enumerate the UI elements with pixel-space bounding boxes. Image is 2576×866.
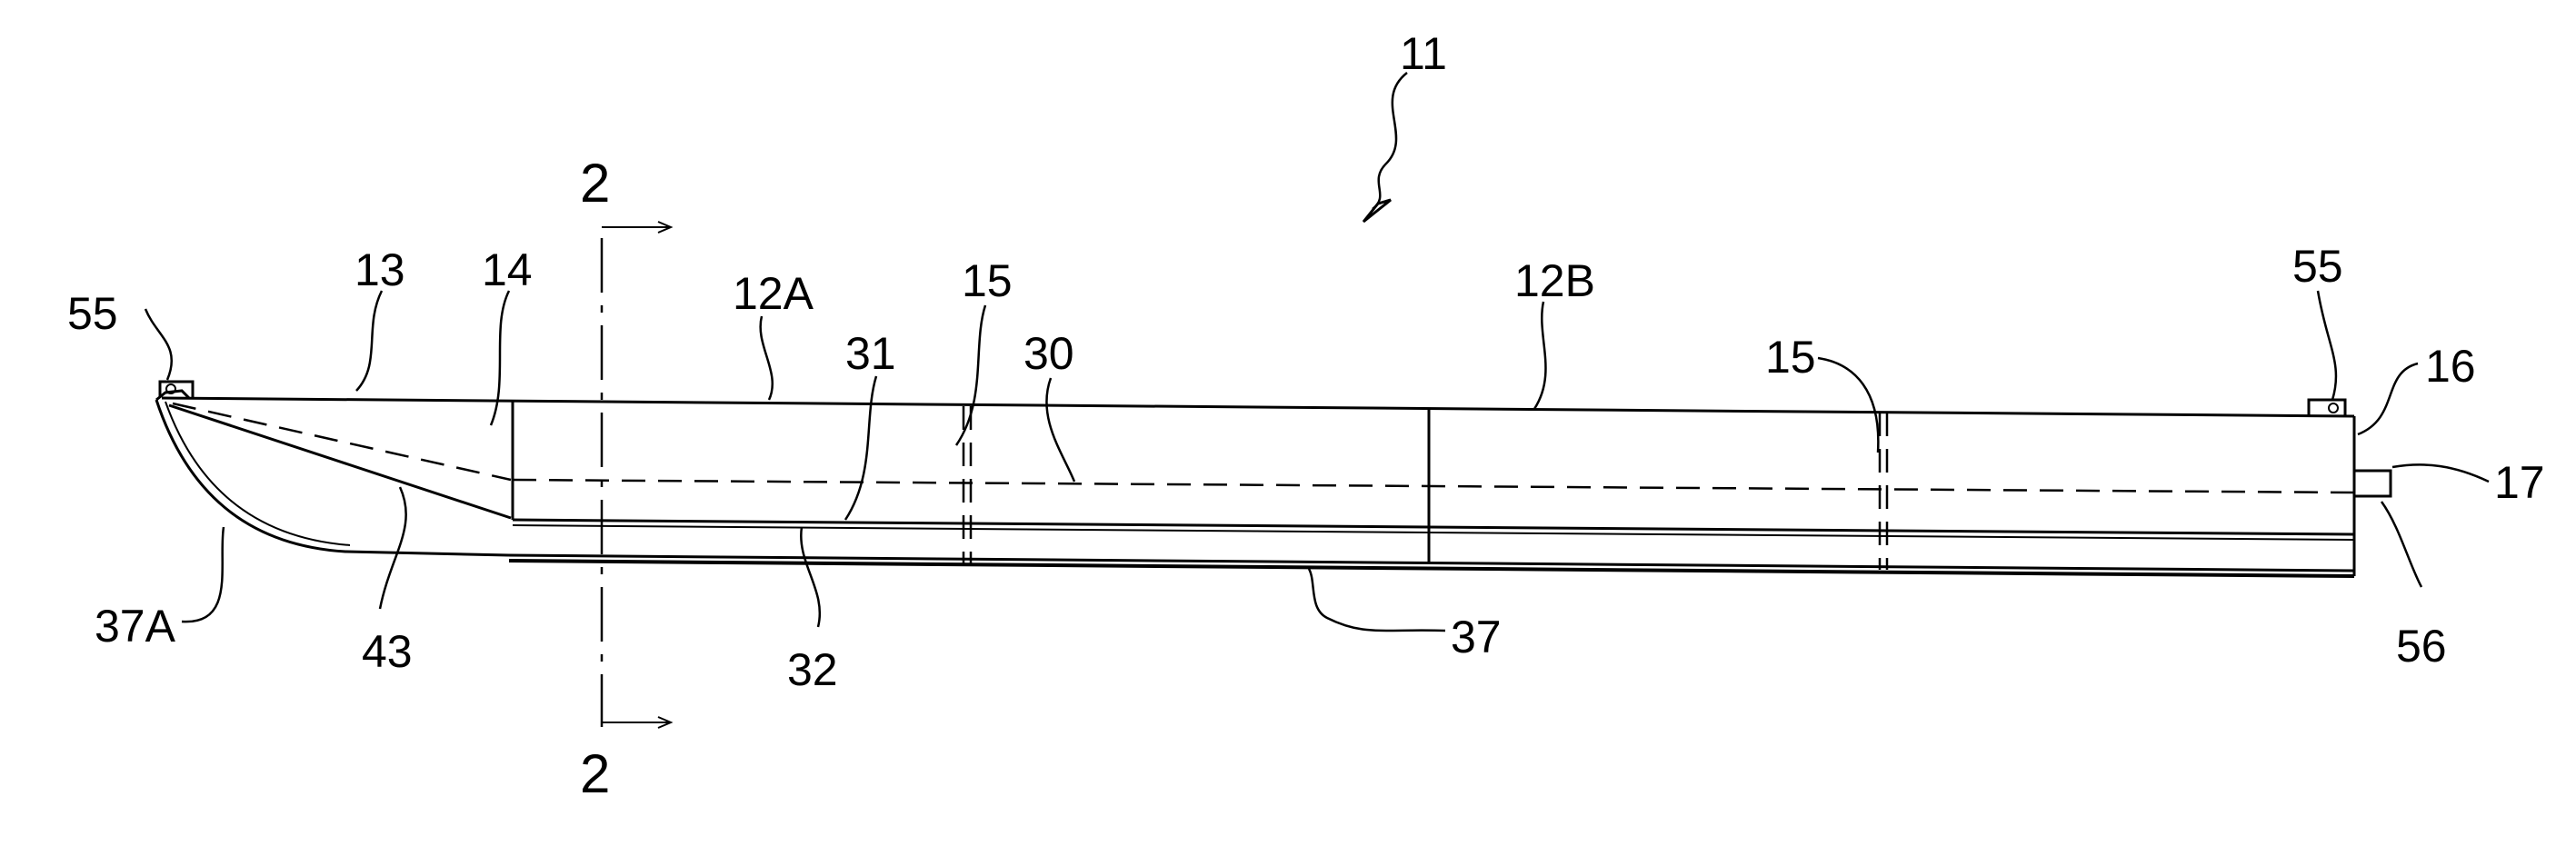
label-16: 16 [2425,341,2476,392]
label-37a: 37A [95,601,176,652]
leader-17 [2392,464,2489,482]
label-section-top: 2 [580,153,610,214]
lifting-eye-right [2309,400,2345,416]
label-15-left: 15 [962,255,1013,306]
label-11: 11 [1400,28,1447,79]
leader-55-left [145,309,172,380]
leader-15-right [1818,358,1878,453]
centerline-30 [513,480,2354,493]
pontoon-top-edge [162,398,2354,416]
label-37: 37 [1451,612,1502,662]
label-30: 30 [1023,328,1074,379]
label-14: 14 [482,244,533,295]
label-31: 31 [845,328,896,379]
leader-12b [1534,302,1545,409]
label-12a: 12A [733,268,814,319]
nose-dashed-line [173,403,511,480]
label-43: 43 [362,626,413,677]
stern-fitting [2354,471,2391,496]
leader-30 [1046,378,1074,482]
label-55-left: 55 [67,288,118,339]
label-17: 17 [2494,457,2545,508]
leader-12a [761,316,773,400]
leader-55-right [2318,291,2336,400]
label-56: 56 [2396,621,2447,672]
label-15-right: 15 [1765,332,1816,383]
leader-56 [2381,502,2421,587]
label-13: 13 [354,244,405,295]
leader-11-arrowhead [1363,200,1391,222]
leader-16 [2358,363,2418,434]
leader-14 [491,291,509,425]
nose-outer-curve [156,400,509,555]
label-55-right: 55 [2292,241,2343,292]
leader-32 [801,527,820,627]
leader-31 [845,376,876,520]
label-section-bottom: 2 [580,743,610,804]
leader-37a [182,527,224,622]
leader-43 [380,487,406,609]
leader-11 [1373,73,1407,209]
nose-bulkhead-slope [169,405,511,518]
label-12b: 12B [1514,255,1595,306]
leader-13 [356,291,382,391]
label-32: 32 [787,644,838,695]
leader-37 [1309,569,1445,631]
